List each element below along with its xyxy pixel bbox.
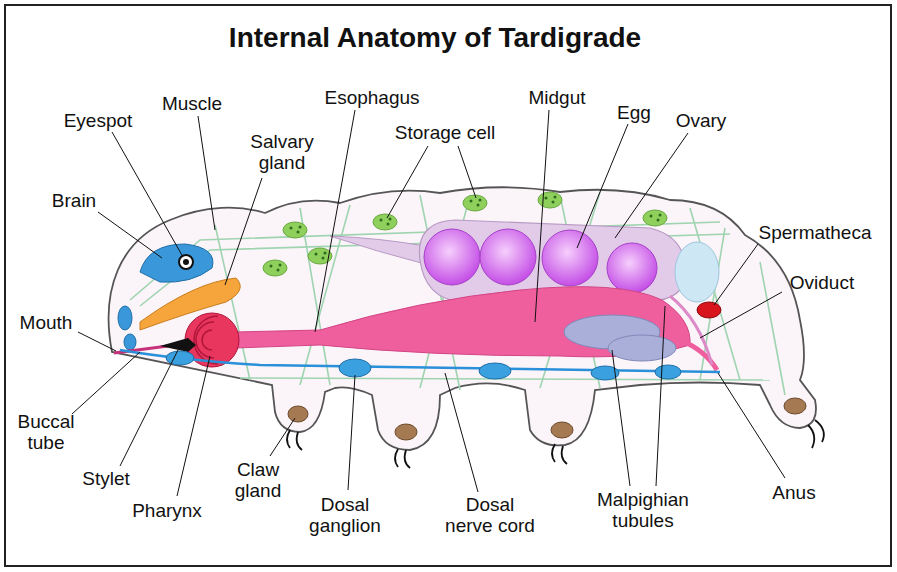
part-label: Salvary gland — [242, 131, 322, 173]
part-label: Esophagus — [324, 87, 419, 108]
pharynx-rings — [194, 316, 218, 364]
part-label: Buccal tube — [14, 411, 78, 453]
ovary-duct — [330, 236, 425, 264]
part-label: Dosal ganglion — [304, 494, 386, 536]
part-label: Anus — [772, 482, 815, 503]
part-label: Egg — [617, 102, 651, 123]
part-label: Midgut — [528, 87, 585, 108]
part-label: Malpighian tubules — [589, 489, 697, 531]
hindgut — [680, 340, 717, 370]
frame — [5, 5, 891, 566]
part-label: Claw gland — [230, 459, 286, 501]
nerve-cord — [120, 350, 720, 372]
part-label: Pharynx — [132, 500, 202, 521]
part-label: Spermatheca — [758, 222, 871, 243]
claws — [287, 420, 824, 468]
part-label: Mouth — [20, 312, 73, 333]
part-label: Ovary — [676, 110, 727, 131]
part-label: Dosal nerve cord — [440, 494, 540, 536]
part-label: Oviduct — [790, 272, 854, 293]
stylet — [160, 338, 196, 352]
claw-glands — [288, 398, 806, 440]
brain-lobe — [118, 306, 132, 330]
malpighian-tubules — [608, 335, 676, 361]
muscles — [130, 192, 785, 395]
brain-lobe — [124, 334, 136, 350]
part-label: Eyespot — [64, 110, 133, 131]
ganglia — [166, 351, 681, 380]
eyespot-dot — [183, 259, 189, 265]
spermatheca — [697, 302, 721, 318]
part-label: Muscle — [162, 93, 222, 114]
eyespot — [179, 255, 193, 269]
leader-lines — [72, 110, 785, 496]
part-label: Brain — [52, 190, 96, 211]
part-label: Stylet — [82, 468, 130, 489]
sac — [675, 242, 719, 302]
part-label: Storage cell — [395, 122, 495, 143]
diagram-title: Internal Anatomy of Tardigrade — [0, 22, 870, 54]
